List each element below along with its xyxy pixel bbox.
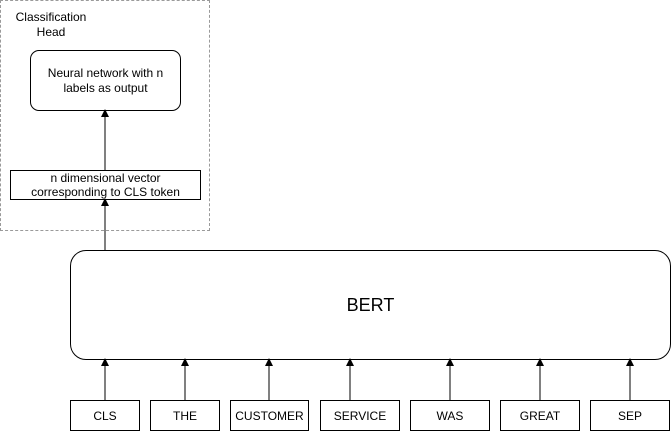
token-label: CUSTOMER [235,408,304,423]
neural-network-label: Neural network with n labels as output [47,65,164,95]
token-sep: SEP [590,400,670,431]
token-was: WAS [410,400,490,431]
token-label: CLS [93,408,117,423]
token-service: SERVICE [320,400,400,431]
token-label: SEP [617,408,642,423]
token-the: THE [150,400,220,431]
token-cls: CLS [70,400,140,431]
cls-vector-node: n dimensional vector corresponding to CL… [10,170,201,200]
cls-vector-label: n dimensional vector corresponding to CL… [31,171,180,199]
classification-head-label: Classification Head [15,10,87,39]
token-customer: CUSTOMER [230,400,309,431]
token-label: SERVICE [333,408,387,423]
neural-network-node: Neural network with n labels as output [30,50,181,111]
token-label: GREAT [519,408,561,423]
bert-node: BERT [70,250,671,360]
token-label: THE [173,408,197,423]
token-great: GREAT [500,400,580,431]
token-label: WAS [436,408,464,423]
bert-label: BERT [346,294,395,315]
